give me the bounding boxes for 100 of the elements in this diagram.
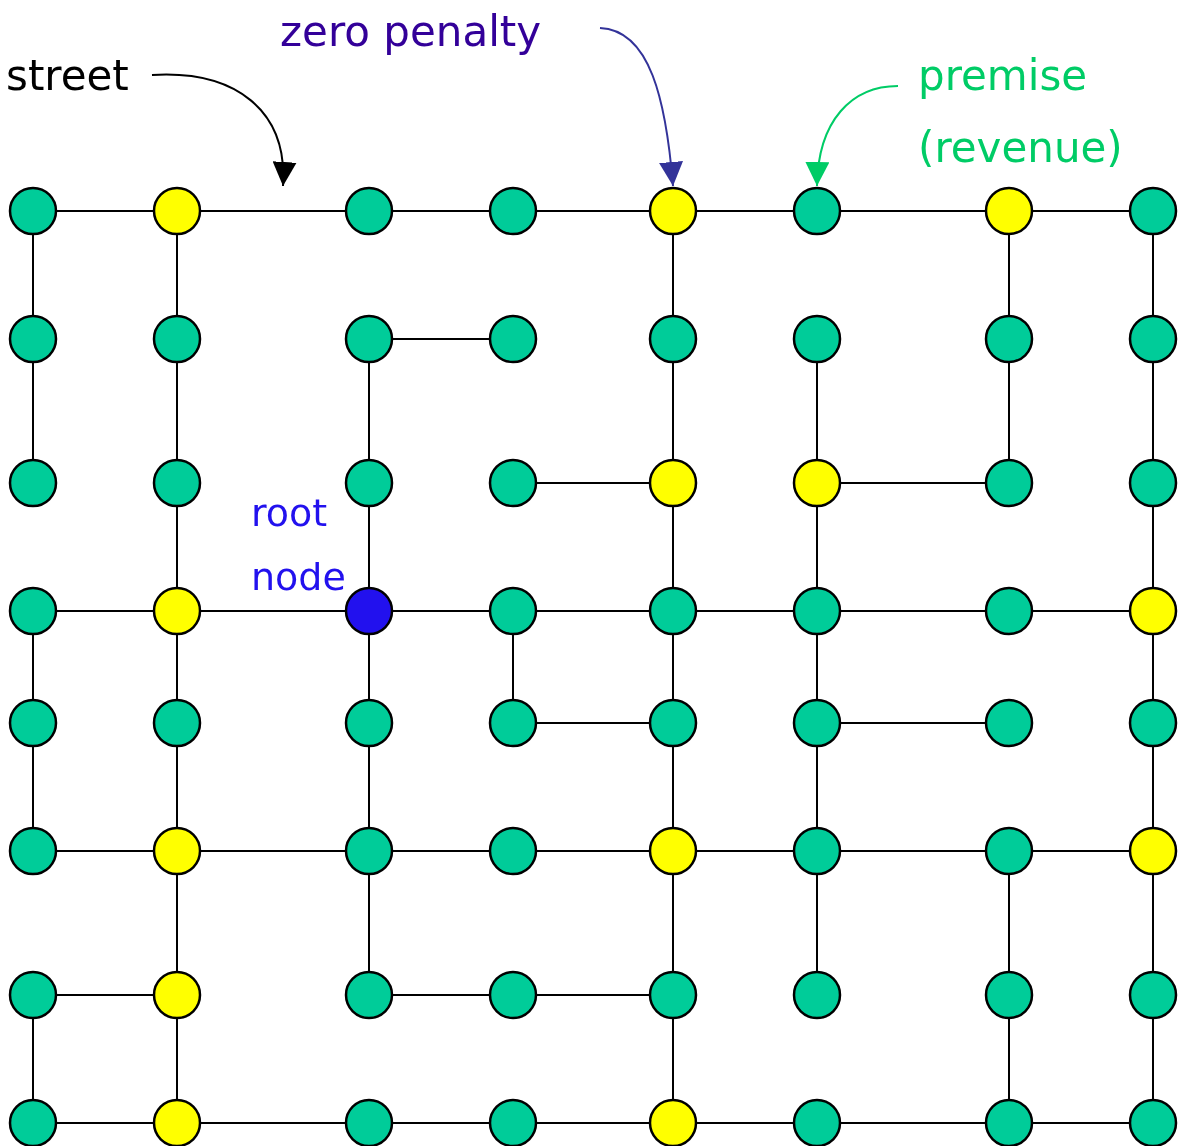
leader-arrow <box>806 85 899 187</box>
premise-node-circle <box>152 458 202 508</box>
premise-node-circle <box>648 698 698 748</box>
street-line <box>176 634 178 700</box>
premise-node-circle <box>344 970 394 1020</box>
callout-text: premise (revenue) <box>918 40 1158 184</box>
street-line <box>368 506 370 588</box>
street-line <box>176 234 178 316</box>
street-line <box>1008 874 1010 972</box>
premise-node-circle <box>488 458 538 508</box>
street-line <box>392 210 490 212</box>
street-line <box>536 610 650 612</box>
premise-node-circle <box>792 698 842 748</box>
premise-node-circle <box>648 970 698 1020</box>
street-line <box>368 746 370 828</box>
street-line <box>1152 634 1154 700</box>
street-line <box>536 850 650 852</box>
callout-text: street <box>6 40 156 112</box>
premise-node-circle <box>8 458 58 508</box>
premise-node-circle <box>792 186 842 236</box>
leader-arrow <box>599 27 683 187</box>
street-line <box>176 1018 178 1100</box>
premise-node-circle <box>648 586 698 636</box>
street-line <box>840 210 986 212</box>
premise-node-circle <box>1128 698 1178 748</box>
premise-node-circle <box>648 186 698 236</box>
premise-node-circle <box>1128 186 1178 236</box>
street-line <box>696 210 794 212</box>
street-line <box>392 850 490 852</box>
street-line <box>32 1018 34 1100</box>
premise-node-circle <box>344 186 394 236</box>
premise-node-circle <box>8 586 58 636</box>
street-line <box>672 874 674 972</box>
premise-node-circle <box>488 698 538 748</box>
street-line <box>816 506 818 588</box>
premise-node-circle <box>984 458 1034 508</box>
premise-node-circle <box>984 314 1034 364</box>
premise-node-circle <box>792 970 842 1020</box>
premise-node-circle <box>648 314 698 364</box>
premise-node-circle <box>152 826 202 876</box>
street-line <box>536 210 650 212</box>
street-line <box>200 610 346 612</box>
premise-node-circle <box>488 586 538 636</box>
street-line <box>536 482 650 484</box>
street-line <box>1032 210 1130 212</box>
premise-node-circle <box>152 970 202 1020</box>
street-line <box>1008 234 1010 316</box>
premise-node-circle <box>344 314 394 364</box>
premise-node-circle <box>648 826 698 876</box>
premise-node-circle <box>488 186 538 236</box>
street-line <box>1032 610 1130 612</box>
street-line <box>1032 850 1130 852</box>
premise-node-circle <box>984 970 1034 1020</box>
premise-node-circle <box>8 698 58 748</box>
premise-node-circle <box>8 970 58 1020</box>
street-line <box>816 362 818 460</box>
premise-node-circle <box>152 586 202 636</box>
street-line <box>1152 234 1154 316</box>
street-line <box>176 362 178 460</box>
premise-node-circle <box>1128 458 1178 508</box>
street-line <box>32 746 34 828</box>
premise-node-circle <box>488 314 538 364</box>
street-line <box>840 482 986 484</box>
street-line <box>200 210 346 212</box>
street-line <box>512 634 514 700</box>
street-line <box>1152 362 1154 460</box>
premise-node-circle <box>792 314 842 364</box>
street-line <box>368 362 370 460</box>
street-line <box>672 634 674 700</box>
street-line <box>56 210 154 212</box>
street-line <box>176 746 178 828</box>
street-line <box>840 610 986 612</box>
street-line <box>1152 506 1154 588</box>
street-line <box>56 610 154 612</box>
premise-node-circle <box>344 458 394 508</box>
street-line <box>696 850 794 852</box>
premise-node-circle <box>792 826 842 876</box>
street-line <box>176 874 178 972</box>
street-line <box>1008 1018 1010 1100</box>
street-line <box>840 850 986 852</box>
street-line <box>696 610 794 612</box>
premise-node-circle <box>152 314 202 364</box>
node-caption: root node <box>251 490 347 601</box>
street-line <box>536 994 650 996</box>
street-line <box>1032 1122 1130 1124</box>
street-line <box>1152 874 1154 972</box>
street-line <box>672 506 674 588</box>
street-line <box>672 234 674 316</box>
street-line <box>1152 746 1154 828</box>
premise-node-circle <box>8 826 58 876</box>
premise-node-circle <box>488 826 538 876</box>
premise-node-circle <box>1128 314 1178 364</box>
street-line <box>32 362 34 460</box>
premise-node-circle <box>344 698 394 748</box>
street-line <box>816 874 818 972</box>
premise-node-circle <box>984 826 1034 876</box>
street-line <box>200 850 346 852</box>
street-line <box>816 746 818 828</box>
root-node-circle <box>344 586 394 636</box>
premise-node-circle <box>1128 826 1178 876</box>
